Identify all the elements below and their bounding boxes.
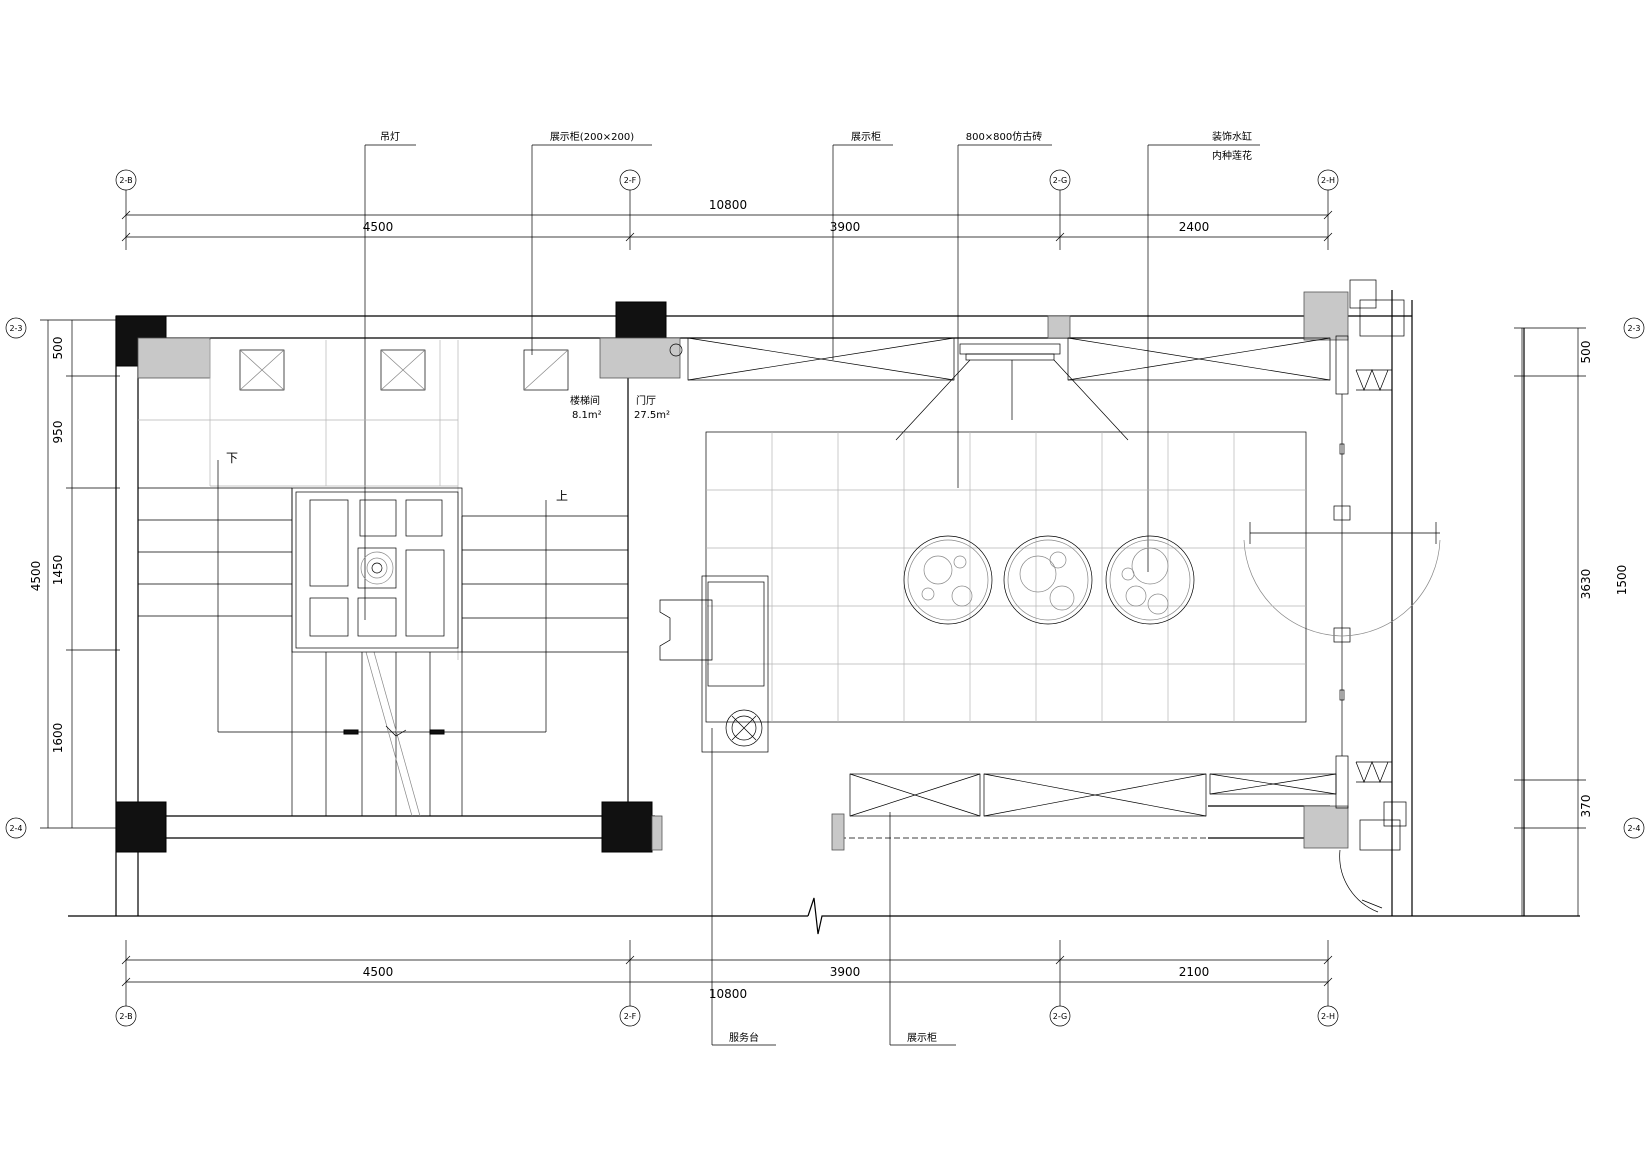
svg-text:2-4: 2-4 <box>1627 824 1640 833</box>
dim-bottom-2: 3900 <box>830 965 861 979</box>
water-vat-3 <box>1105 535 1195 625</box>
left-dimension-lines: 500 950 1450 1600 4500 <box>29 319 120 829</box>
dim-right-3: 370 <box>1579 795 1593 818</box>
dim-left-total: 4500 <box>29 561 43 592</box>
svg-text:2-H: 2-H <box>1321 1012 1335 1021</box>
room-area-stairwell: 8.1m² <box>572 410 602 421</box>
water-vat-1 <box>903 535 993 625</box>
axis-marker-right-4: 2-4 <box>1623 817 1645 839</box>
bottom-callouts: 服务台 展示柜 <box>711 728 956 1046</box>
axis-marker-bottom-h: 2-H <box>1317 1005 1339 1027</box>
water-vat-2 <box>1003 535 1093 625</box>
axis-marker-right-3: 2-3 <box>1623 317 1645 339</box>
dim-bottom-1: 4500 <box>363 965 394 979</box>
room-name-foyer: 门厅 <box>636 394 656 407</box>
callout-display-cabinet-bottom: 展示柜 <box>907 1031 937 1044</box>
axis-marker-top-f: 2-F <box>619 169 641 191</box>
top-callouts: 吊灯 展示柜(200×200) 展示柜 800×800仿古砖 装饰水缸 内种莲花 <box>364 130 1260 620</box>
stair-hall: 下 上 楼梯间 8.1m² 门厅 27.5m² <box>138 340 670 817</box>
axis-marker-left-3: 2-3 <box>5 317 27 339</box>
axis-marker-bottom-f: 2-F <box>619 1005 641 1027</box>
dim-left-3: 1450 <box>51 555 65 586</box>
right-wall-frame <box>1243 279 1441 913</box>
dim-right-total: 1500 <box>1615 565 1629 596</box>
dim-right-1: 500 <box>1579 341 1593 364</box>
svg-text:2-B: 2-B <box>119 176 132 185</box>
dim-top-1: 4500 <box>363 220 394 234</box>
callout-display-cabinet: 展示柜 <box>851 130 881 143</box>
callout-service-desk: 服务台 <box>729 1031 759 1044</box>
dim-right-2: 3630 <box>1579 569 1593 600</box>
tea-table-set <box>309 499 445 637</box>
display-cabinet-bottom-1 <box>849 773 981 817</box>
service-desk <box>659 575 769 753</box>
axis-marker-top-g: 2-G <box>1049 169 1071 191</box>
callout-floor-tile: 800×800仿古砖 <box>966 130 1043 143</box>
svg-text:2-H: 2-H <box>1321 176 1335 185</box>
svg-text:2-3: 2-3 <box>9 324 22 333</box>
display-cabinet-bottom-2 <box>983 773 1207 817</box>
building-walls <box>68 290 1580 935</box>
svg-text:2-G: 2-G <box>1053 1012 1067 1021</box>
dim-bottom-total: 10800 <box>709 987 747 1001</box>
callout-display-cabinet-small: 展示柜(200×200) <box>550 130 634 143</box>
axis-marker-top-b: 2-B <box>115 169 137 191</box>
stair-down-label: 下 <box>226 451 238 465</box>
recessed-light-2 <box>380 349 426 391</box>
axis-marker-left-4: 2-4 <box>5 817 27 839</box>
axis-marker-bottom-b: 2-B <box>115 1005 137 1027</box>
callout-pendant-lamp: 吊灯 <box>380 131 400 143</box>
display-cabinet-bottom-3 <box>1209 773 1337 795</box>
svg-text:2-F: 2-F <box>624 176 637 185</box>
svg-text:2-F: 2-F <box>624 1012 637 1021</box>
grid-axis-markers: 2-B 2-F 2-G 2-H 2-B 2-F 2-G 2-H <box>5 169 1645 1027</box>
axis-marker-bottom-g: 2-G <box>1049 1005 1071 1027</box>
svg-text:2-4: 2-4 <box>9 824 22 833</box>
display-cabinet-top-right <box>1067 337 1331 381</box>
dim-left-2: 950 <box>51 421 65 444</box>
dim-left-1: 500 <box>51 337 65 360</box>
svg-text:2-G: 2-G <box>1053 176 1067 185</box>
structural-columns <box>115 291 1349 853</box>
bottom-dimension-lines: 4500 3900 2100 10800 <box>121 955 1333 1001</box>
room-area-foyer: 27.5m² <box>634 410 670 421</box>
room-name-stairwell: 楼梯间 <box>570 394 600 407</box>
foyer <box>659 337 1337 817</box>
top-dimension-lines: 10800 4500 3900 2400 <box>121 198 1333 242</box>
dim-left-4: 1600 <box>51 723 65 754</box>
callout-water-vat: 装饰水缸 <box>1212 130 1252 143</box>
display-cabinet-small <box>523 349 569 391</box>
stair-up-label: 上 <box>556 489 568 503</box>
dim-top-total: 10800 <box>709 198 747 212</box>
right-dimension-lines: 500 3630 370 1500 <box>1514 327 1629 916</box>
dim-top-3: 2400 <box>1179 220 1210 234</box>
callout-water-vat-line2: 内种莲花 <box>1212 149 1252 162</box>
recessed-light-1 <box>239 349 285 391</box>
dim-top-2: 3900 <box>830 220 861 234</box>
axis-marker-top-h: 2-H <box>1317 169 1339 191</box>
svg-text:2-B: 2-B <box>119 1012 132 1021</box>
display-cabinet-top-left <box>687 337 955 381</box>
svg-text:2-3: 2-3 <box>1627 324 1640 333</box>
dim-bottom-3: 2100 <box>1179 965 1210 979</box>
